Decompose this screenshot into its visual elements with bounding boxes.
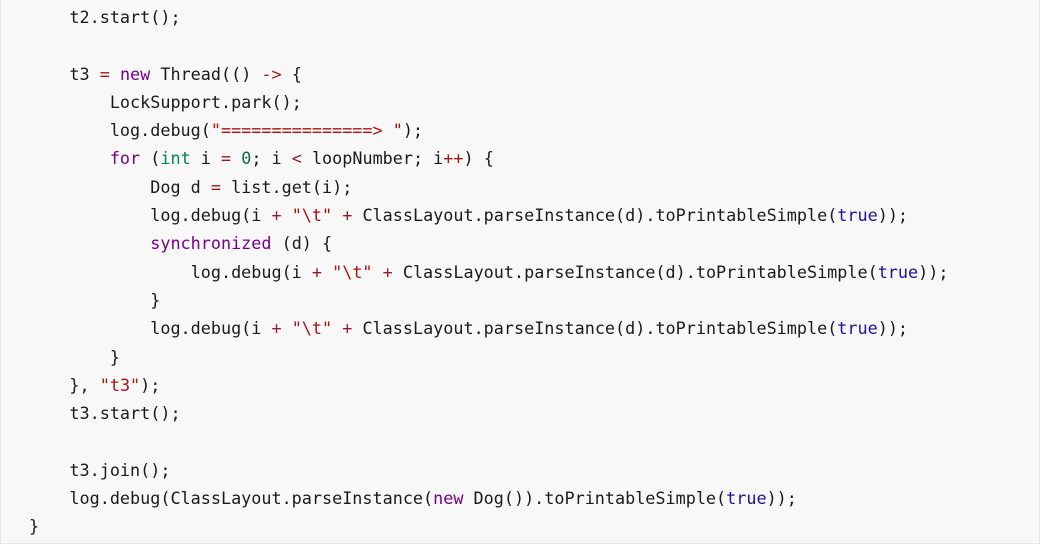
code-token: t3.start(); <box>29 403 181 424</box>
code-token <box>282 205 292 225</box>
code-token: { <box>281 63 302 84</box>
code-line: t3.start(); <box>29 399 948 427</box>
code-token: )); <box>766 488 797 509</box>
code-token: + <box>382 261 393 282</box>
code-line: log.debug("===============> "); <box>29 116 948 144</box>
code-token: + <box>342 318 353 339</box>
code-token: -> <box>261 63 282 84</box>
code-token: Dog d <box>29 176 211 197</box>
code-token: ) { <box>463 148 494 169</box>
code-line: for (int i = 0; i < loopNumber; i++) { <box>29 144 948 172</box>
code-token: log.debug(ClassLayout.parseInstance( <box>29 488 434 509</box>
code-token: "\t" <box>291 205 333 226</box>
code-token <box>332 205 342 225</box>
code-token: = <box>210 176 221 197</box>
code-token: synchronized <box>150 233 272 254</box>
code-token: list.get(i); <box>220 176 353 197</box>
code-token: ( <box>140 148 161 169</box>
code-line: LockSupport.park(); <box>29 88 948 116</box>
code-line: } <box>29 286 948 314</box>
code-token: "t3" <box>99 374 141 395</box>
code-token: i <box>190 148 221 169</box>
code-token <box>282 318 292 338</box>
code-token: for <box>109 148 141 169</box>
code-line: synchronized (d) { <box>29 229 948 257</box>
code-line: t3.join(); <box>29 456 948 484</box>
code-token <box>231 148 241 168</box>
code-token: )); <box>877 318 909 339</box>
code-line: log.debug(ClassLayout.parseInstance(new … <box>29 484 948 512</box>
code-token: loopNumber; i <box>301 148 444 169</box>
code-token: ClassLayout.parseInstance(d).toPrintable… <box>352 205 838 226</box>
code-token: ++ <box>443 148 464 169</box>
code-line: } <box>29 512 948 540</box>
code-token <box>110 64 120 84</box>
code-line: log.debug(i + "\t" + ClassLayout.parseIn… <box>29 201 948 229</box>
code-token: } <box>29 289 161 310</box>
code-token: ClassLayout.parseInstance(d).toPrintable… <box>392 261 878 282</box>
code-token: new <box>119 63 151 84</box>
code-token: log.debug(i <box>29 205 272 226</box>
code-token: = <box>220 148 232 169</box>
code-token: int <box>160 148 191 169</box>
code-token: t3 <box>29 63 100 84</box>
code-token: ClassLayout.parseInstance(d).toPrintable… <box>352 318 838 339</box>
code-token: )); <box>918 261 949 282</box>
code-line <box>29 31 948 59</box>
code-token: = <box>99 63 110 84</box>
code-token: } <box>29 346 120 367</box>
code-line <box>29 427 948 455</box>
code-line: t3 = new Thread(() -> { <box>29 60 948 88</box>
code-token <box>29 233 150 253</box>
code-token: ); <box>402 120 424 141</box>
code-token: true <box>837 318 878 339</box>
code-line: Dog d = list.get(i); <box>29 173 948 201</box>
code-token <box>322 262 332 282</box>
code-token: t2.start(); <box>29 7 181 27</box>
code-token: }, <box>29 374 100 395</box>
code-token: + <box>271 205 282 226</box>
code-token: < <box>291 148 302 169</box>
code-token: Thread(() <box>150 63 262 84</box>
code-token: "\t" <box>291 318 333 339</box>
code-token: new <box>433 488 464 509</box>
code-token: )); <box>877 205 909 226</box>
code-text: t2.start(); t3 = new Thread(() -> { Lock… <box>29 3 948 541</box>
code-line: log.debug(i + "\t" + ClassLayout.parseIn… <box>29 314 948 342</box>
code-token: true <box>837 205 878 226</box>
code-token: } <box>29 516 40 537</box>
code-token: log.debug( <box>29 120 211 141</box>
code-token: (d) { <box>271 233 333 254</box>
code-token: Dog()).toPrintableSimple( <box>463 488 727 509</box>
code-token: LockSupport.park(); <box>29 91 302 112</box>
code-token: "\t" <box>332 261 373 282</box>
code-line: }, "t3"); <box>29 371 948 399</box>
code-token: 0 <box>241 148 252 169</box>
code-line: log.debug(i + "\t" + ClassLayout.parseIn… <box>29 258 949 286</box>
code-token: log.debug(i <box>29 318 272 339</box>
code-token <box>332 318 342 338</box>
code-token: + <box>311 261 322 282</box>
code-token: true <box>877 261 919 282</box>
code-token <box>373 262 383 282</box>
code-token <box>29 148 110 168</box>
code-token: ); <box>140 374 161 395</box>
code-token: + <box>342 205 353 226</box>
code-line: } <box>29 343 948 371</box>
code-token: ; i <box>251 148 292 169</box>
code-line: t2.start(); <box>29 3 948 31</box>
code-token: true <box>726 488 767 509</box>
code-token: log.debug(i <box>29 261 312 282</box>
code-token: t3.join(); <box>29 459 171 480</box>
code-token: "===============> " <box>210 120 403 141</box>
code-token: + <box>271 318 282 339</box>
